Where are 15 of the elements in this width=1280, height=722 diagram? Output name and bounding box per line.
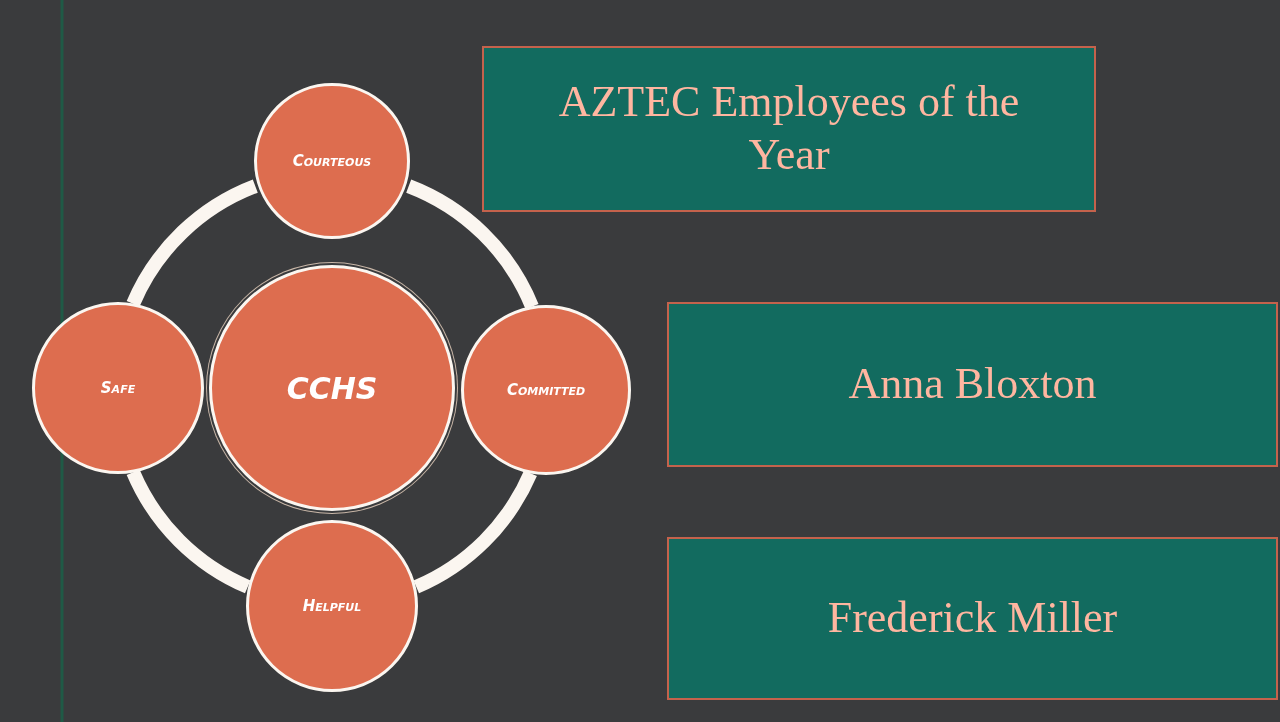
- employee-name: Frederick Miller: [826, 592, 1119, 645]
- value-label: Safe: [100, 379, 136, 397]
- value-label: CCHS: [286, 370, 378, 406]
- employee-name: Anna Bloxton: [847, 358, 1098, 411]
- name-box: [667, 302, 1278, 467]
- value-label: Helpful: [302, 597, 362, 615]
- title-text: AZTEC Employees of the Year: [557, 76, 1021, 181]
- value-label: Committed: [506, 381, 586, 399]
- value-label: Courteous: [292, 152, 372, 170]
- connector-arc: [126, 179, 259, 307]
- title-box: [482, 46, 1096, 212]
- connector-arc: [413, 470, 537, 594]
- connector-arc: [405, 179, 539, 310]
- name-box: [667, 537, 1278, 700]
- connector-arc: [126, 469, 251, 594]
